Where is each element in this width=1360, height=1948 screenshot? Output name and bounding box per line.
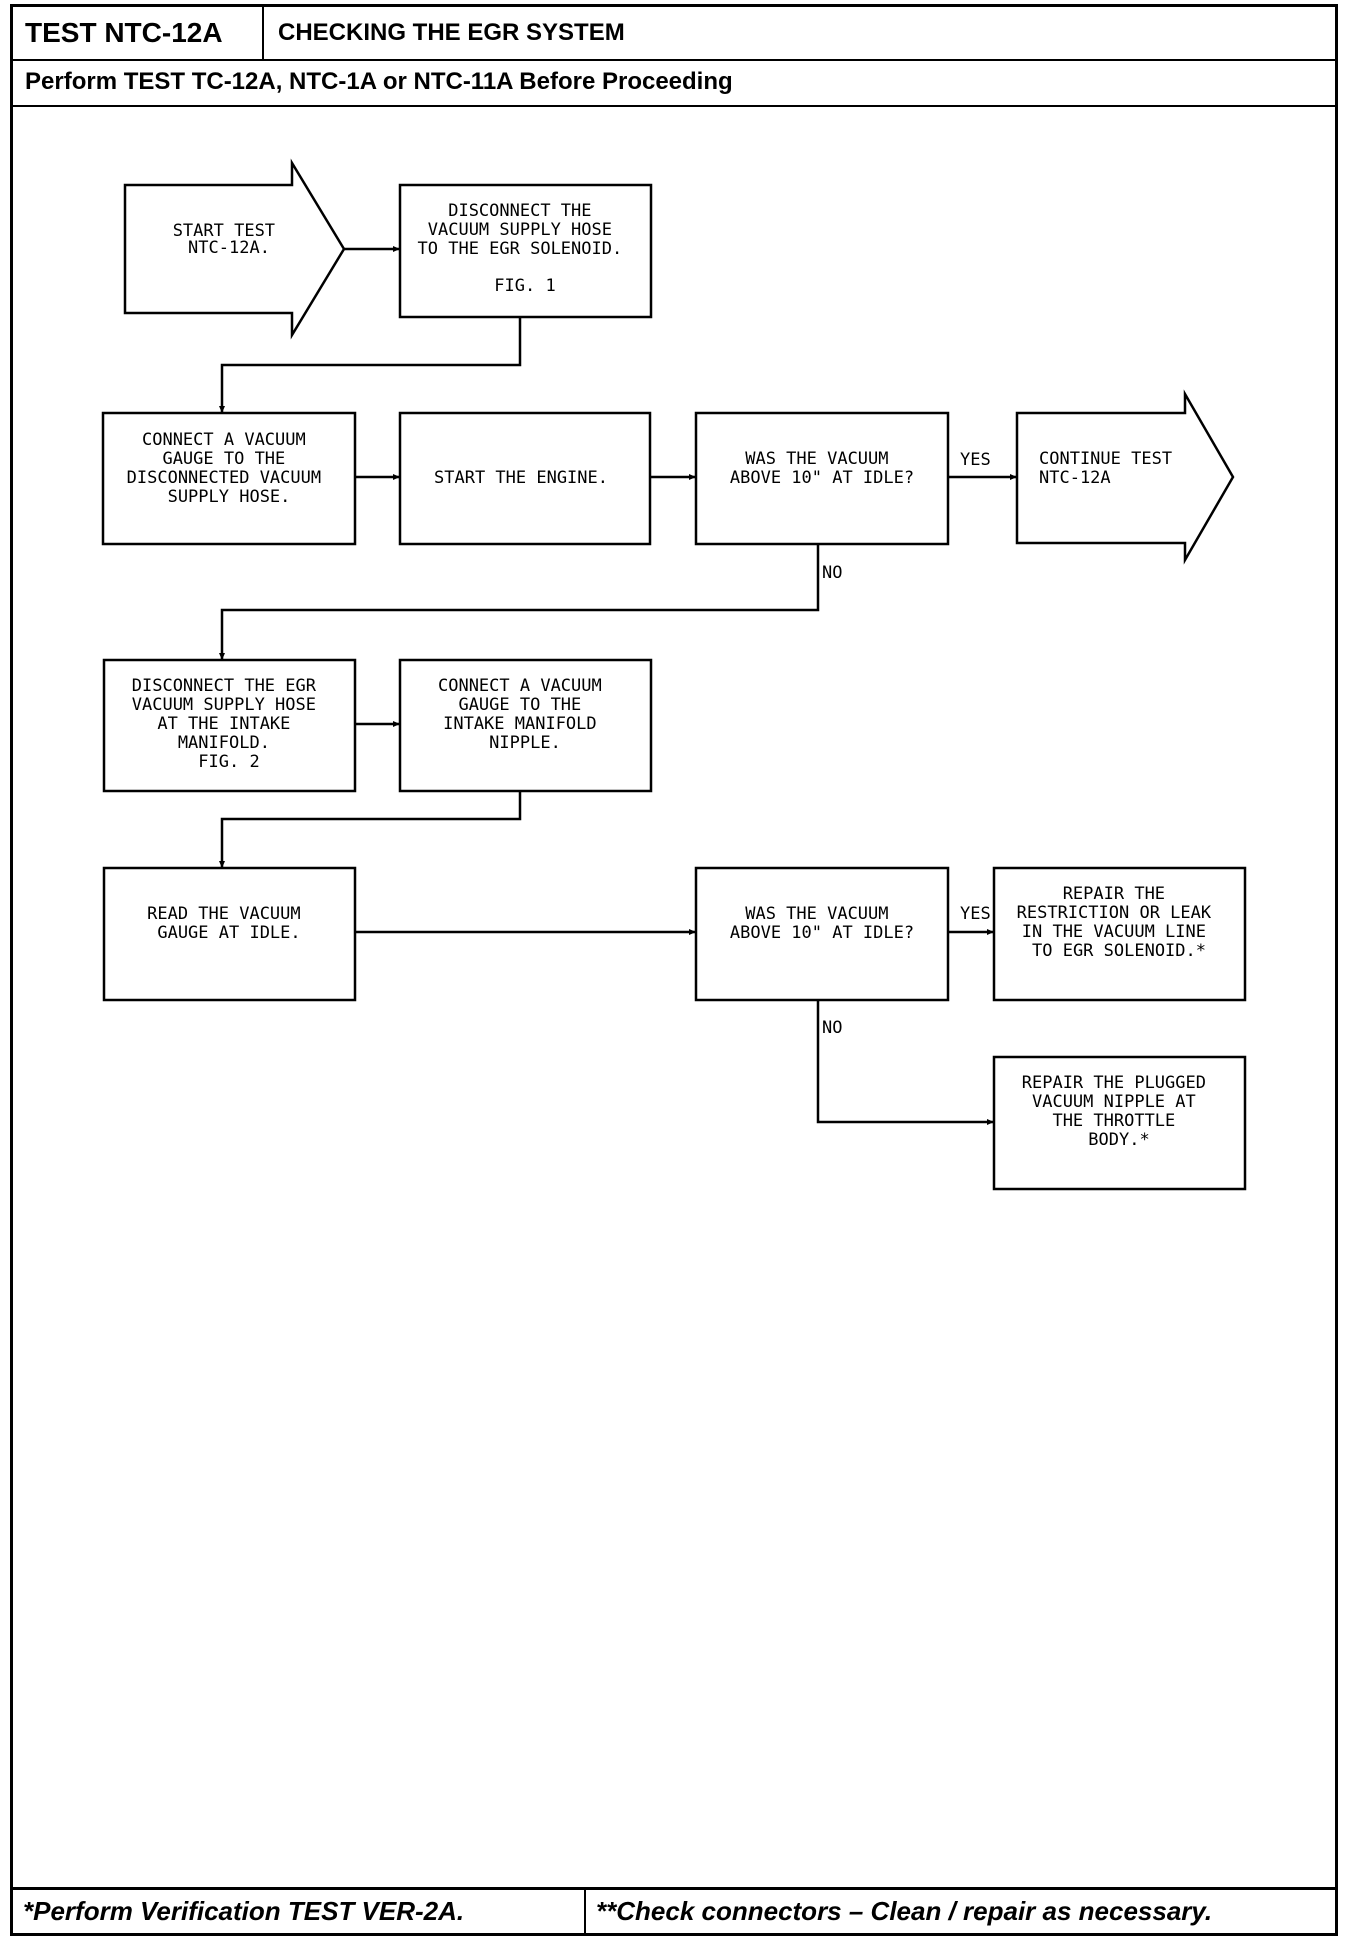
disconnect-egr-box [102, 658, 357, 793]
start-text: START TEST NTC-12A. [173, 221, 286, 258]
repair-restriction-text: REPAIR THE RESTRICTION OR LEAK IN THE VA… [1017, 884, 1222, 961]
disconnect-egr-text: DISCONNECT THE EGR VACUUM SUPPLY HOSE AT… [132, 676, 326, 772]
read-gauge-box [102, 866, 357, 1002]
disconnect-supply-box [398, 183, 653, 319]
decision-2-text: WAS THE VACUUM ABOVE 10" AT IDLE? [730, 904, 914, 943]
repair-restriction-box [992, 866, 1247, 1002]
decision-1-text: WAS THE VACUUM ABOVE 10" AT IDLE? [730, 449, 914, 488]
page-title: CHECKING THE EGR SYSTEM [278, 19, 625, 46]
yes-label-1: YES [960, 450, 991, 470]
connect-gauge-nipple-text: CONNECT A VACUUM GAUGE TO THE INTAKE MAN… [438, 676, 612, 753]
no-label-1: NO [822, 563, 842, 583]
test-id: TEST NTC-12A [13, 7, 264, 59]
start-engine-box [398, 411, 652, 546]
start-arrow-shape [123, 158, 346, 340]
connect-gauge-hose-box [101, 411, 357, 546]
disconnect-supply-text: DISCONNECT THE VACUUM SUPPLY HOSE TO THE… [418, 201, 633, 296]
start-engine-text: START THE ENGINE. [434, 468, 608, 488]
footnote-connectors: **Check connectors – Clean / repair as n… [596, 1896, 1213, 1926]
connector-decision-1-no [219, 544, 820, 660]
header-row: TEST NTC-12A CHECKING THE EGR SYSTEM [13, 7, 1335, 61]
connect-gauge-nipple-box [398, 658, 653, 793]
decision-1-box [694, 411, 950, 546]
connector-nipple-to-read-gauge [219, 791, 522, 868]
yes-label-2: YES [960, 904, 991, 924]
footnote-verification: *Perform Verification TEST VER-2A. [13, 1890, 586, 1933]
connector-decision-2-no [816, 1000, 994, 1125]
no-label-2: NO [822, 1018, 842, 1038]
continue-text: CONTINUE TEST NTC-12A [1039, 449, 1182, 488]
procedure-sheet: TEST NTC-12A CHECKING THE EGR SYSTEM Per… [10, 4, 1338, 1936]
decision-2-box [694, 866, 950, 1002]
prerequisite-note: Perform TEST TC-12A, NTC-1A or NTC-11A B… [13, 59, 1335, 107]
continue-arrow-shape [1015, 389, 1235, 565]
footer: *Perform Verification TEST VER-2A. **Che… [13, 1887, 1335, 1933]
connector-disconnect-to-connect-gauge [219, 317, 522, 413]
connect-gauge-hose-text: CONNECT A VACUUM GAUGE TO THE DISCONNECT… [127, 430, 332, 507]
repair-plugged-text: REPAIR THE PLUGGED VACUUM NIPPLE AT THE … [1022, 1073, 1216, 1150]
read-gauge-text: READ THE VACUUM GAUGE AT IDLE. [147, 904, 311, 943]
